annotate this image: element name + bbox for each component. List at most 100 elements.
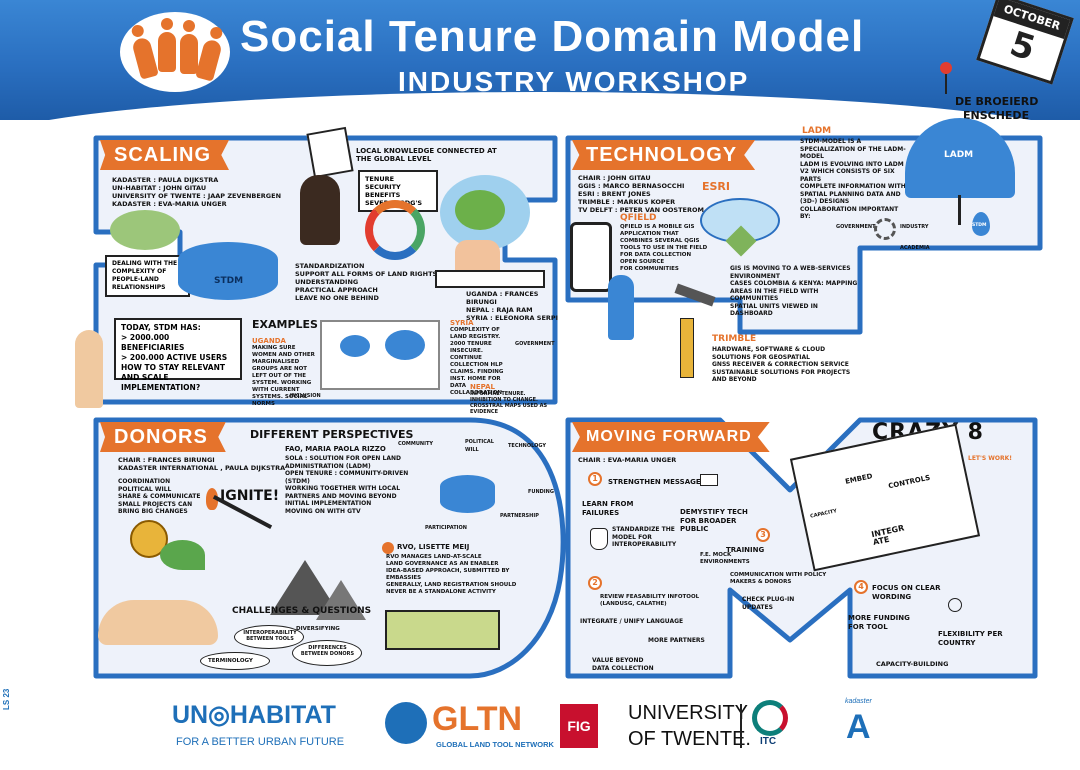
header-band	[0, 0, 1080, 152]
today-stats-box: TODAY, STDM HAS: > 2000.000 BENEFICIARIE…	[114, 318, 242, 392]
fao-heading: FAO, MARIA PAOLA RIZZO	[285, 445, 386, 453]
donors-bullet: SMALL PROJECTS CAN BRING BIG CHANGES	[118, 500, 193, 516]
differences-text: DIFFERENCES BETWEEN DONORS	[300, 645, 355, 657]
person-holding-certificate-icon	[300, 175, 340, 245]
stdm-point: LEAVE NO ONE BEHIND	[295, 294, 379, 302]
participant-line: KADASTER INTERNATIONAL , PAULA DIJKSTRA	[118, 464, 286, 472]
gov-label: GOVERNMENT	[836, 224, 876, 230]
tablet-icon	[570, 222, 612, 292]
gnss-receiver-icon	[680, 318, 694, 378]
check-text: CHECK PLUG-IN UPDATES	[742, 596, 795, 611]
stdm-point: SUPPORT ALL FORMS OF LAND RIGHTS	[295, 270, 438, 278]
fao-point: WORKING TOGETHER WITH LOCAL PARTNERS AND…	[285, 485, 401, 507]
location-line1: DE BROEIERD	[955, 95, 1039, 108]
flame-icon	[206, 488, 218, 510]
logo-divider	[740, 704, 742, 748]
fao-points: SOLA : SOLUTION FOR OPEN LAND ADMINISTRA…	[285, 455, 415, 515]
rvo-point: GENERALLY, LAND REGISTRATION SHOULD NEVE…	[386, 582, 517, 595]
donors-bullet: COORDINATION	[118, 478, 171, 485]
open-book-icon	[435, 270, 545, 288]
trimble-point: SUSTAINABLE SOLUTIONS FOR PROJECTS AND B…	[712, 368, 851, 384]
plant-leaves-icon	[160, 540, 205, 570]
location-label: DE BROEIERD ENSCHEDE	[955, 95, 1055, 123]
partnership-label: PARTNERSHIP	[500, 513, 539, 519]
presenter-woman-icon	[75, 330, 103, 408]
syria-note: COMPLEXITY OF LAND REGISTRY. 2000 TENURE…	[450, 327, 504, 396]
participant-line: UNIVERSITY OF TWENTE : JAAP ZEVENBERGEN	[112, 192, 282, 200]
participant-line: TRIMBLE : MARKUS KOPER	[578, 198, 676, 206]
ladm-point: COMPLETE INFORMATION WITH SPATIAL PLANNI…	[800, 183, 906, 205]
twente-line2: OF TWENTE.	[628, 728, 751, 750]
rvo-heading: RVO, LISETTE MEIJ	[397, 543, 470, 551]
differences-bubble	[292, 640, 362, 666]
fe-mock-text: F.E. MOCK ENVIRONMENTS	[700, 552, 750, 565]
participant-line: GGIS : MARCO BERNASOCCHI	[578, 182, 685, 190]
rvo-points: RVO MANAGES LAND-AT-SCALE LAND GOVERNANC…	[386, 554, 526, 596]
review-text: REVIEW FEASABILITY INFOTOOL (LANDUSG, CA…	[600, 594, 700, 607]
umbrella-label: LADM	[944, 150, 974, 160]
qfield-point: QFIELD IS A MOBILE GIS APPLICATION THAT …	[620, 224, 708, 258]
gear-icon	[874, 218, 896, 240]
ladm-point: COLLABORATION IMPORTANT BY:	[800, 205, 899, 221]
dealing-note: DEALING WITH THE COMPLEXITY OF PEOPLE-LA…	[105, 255, 190, 297]
nepal-note: INFORMAL TENURE. INHIBITION TO CHANGE. C…	[470, 391, 548, 415]
group-3-badge: 3	[756, 528, 770, 542]
political-will-label: POLITICAL WILL	[465, 439, 494, 453]
rvo-marker-icon	[382, 542, 394, 554]
participant-line: CHAIR : FRANCES BIRUNGI	[118, 456, 215, 464]
value-text: VALUE BEYOND DATA COLLECTION	[592, 657, 654, 672]
sdg-wheel-icon	[365, 200, 425, 260]
esri-label: ESRI	[702, 180, 730, 193]
itc-logo: ITC	[760, 736, 777, 747]
scaling-ribbon: SCALING	[100, 140, 229, 170]
ignite-label: IGNITE!	[220, 488, 280, 504]
standardize-text: STANDARDIZE THE MODEL FOR INTEROPERABILI…	[612, 526, 677, 548]
stdm-label: STDM	[214, 276, 244, 286]
group-2-badge: 2	[588, 576, 602, 590]
participant-line: CHAIR : JOHN GITAU	[578, 174, 651, 182]
lets-work-text: LET'S WORK!	[968, 455, 1012, 462]
stdm-points: STANDARDIZATION SUPPORT ALL FORMS OF LAN…	[295, 262, 455, 302]
diversifying-text: DIVERSIFYING	[296, 626, 340, 632]
today-line3: > 200.000 ACTIVE USERS	[121, 353, 228, 362]
learn-text: LEARN FROM FAILURES	[582, 500, 634, 517]
strengthen-text: STRENGTHEN MESSAGE	[608, 478, 701, 486]
terminology-text: TERMINOLOGY	[208, 658, 253, 664]
world-map-icon	[320, 320, 440, 390]
uganda-note: MAKING SURE WOMEN AND OTHER MARGINALISED…	[252, 345, 315, 407]
qfield-points: QFIELD IS A MOBILE GIS APPLICATION THAT …	[620, 224, 710, 273]
donors-ribbon: DONORS	[100, 422, 226, 452]
fig-logo: FIG	[560, 704, 598, 748]
syria-lead: SYRIA : ELEONORA SERPI	[466, 314, 559, 322]
challenges-heading: CHALLENGES & QUESTIONS	[232, 606, 372, 616]
today-line2: > 2000.000 BENEFICIARIES	[121, 333, 185, 352]
ladm-point: STDM-MODEL IS A SPECIALIZATION OF THE LA…	[800, 138, 906, 160]
map-pin-stem	[945, 74, 947, 94]
qfield-point: OPEN SOURCE	[620, 259, 665, 265]
trimble-point: GNSS RECEIVER & CORRECTION SERVICE	[712, 361, 849, 368]
gltn-logo: GLTN	[432, 700, 523, 738]
database-icon	[440, 475, 495, 513]
walking-woman-icon	[608, 275, 634, 340]
trimble-label: TRIMBLE	[712, 334, 757, 344]
envelope-icon	[700, 474, 718, 486]
kadaster-mark: A	[846, 708, 871, 746]
donors-bullets: COORDINATION POLITICAL WILL SHARE & COMM…	[118, 478, 208, 516]
local-knowledge: LOCAL KNOWLEDGE CONNECTED AT THE GLOBAL …	[356, 147, 497, 163]
rvo-point: IDEA-BASED APPROACH, SUBMITTED BY EMBASS…	[386, 568, 510, 581]
gltn-tagline: GLOBAL LAND TOOL NETWORK	[436, 740, 554, 749]
gis-point: CASES COLOMBIA & KENYA: MAPPING AREAS IN…	[730, 280, 858, 302]
inclusion-label: INCLUSION	[290, 393, 321, 399]
mountain-small-icon	[316, 580, 366, 620]
stdm-point: PRACTICAL APPROACH	[295, 286, 378, 294]
participant-line: UN-HABITAT : JOHN GITAU	[112, 184, 207, 192]
demystify-text: DEMYSTIFY TECH FOR BROADER PUBLIC	[680, 508, 748, 533]
flexibility-text: FLEXIBILITY PER COUNTRY	[938, 630, 1003, 647]
location-line2: ENSCHEDE	[963, 109, 1030, 122]
itc-ring-icon	[752, 700, 788, 736]
qfield-point: FOR COMMUNITIES	[620, 266, 679, 272]
industry-label: INDUSTRY	[900, 224, 929, 230]
stdm-point: UNDERSTANDING	[295, 278, 359, 286]
nepal-tag: NEPAL	[470, 383, 496, 391]
